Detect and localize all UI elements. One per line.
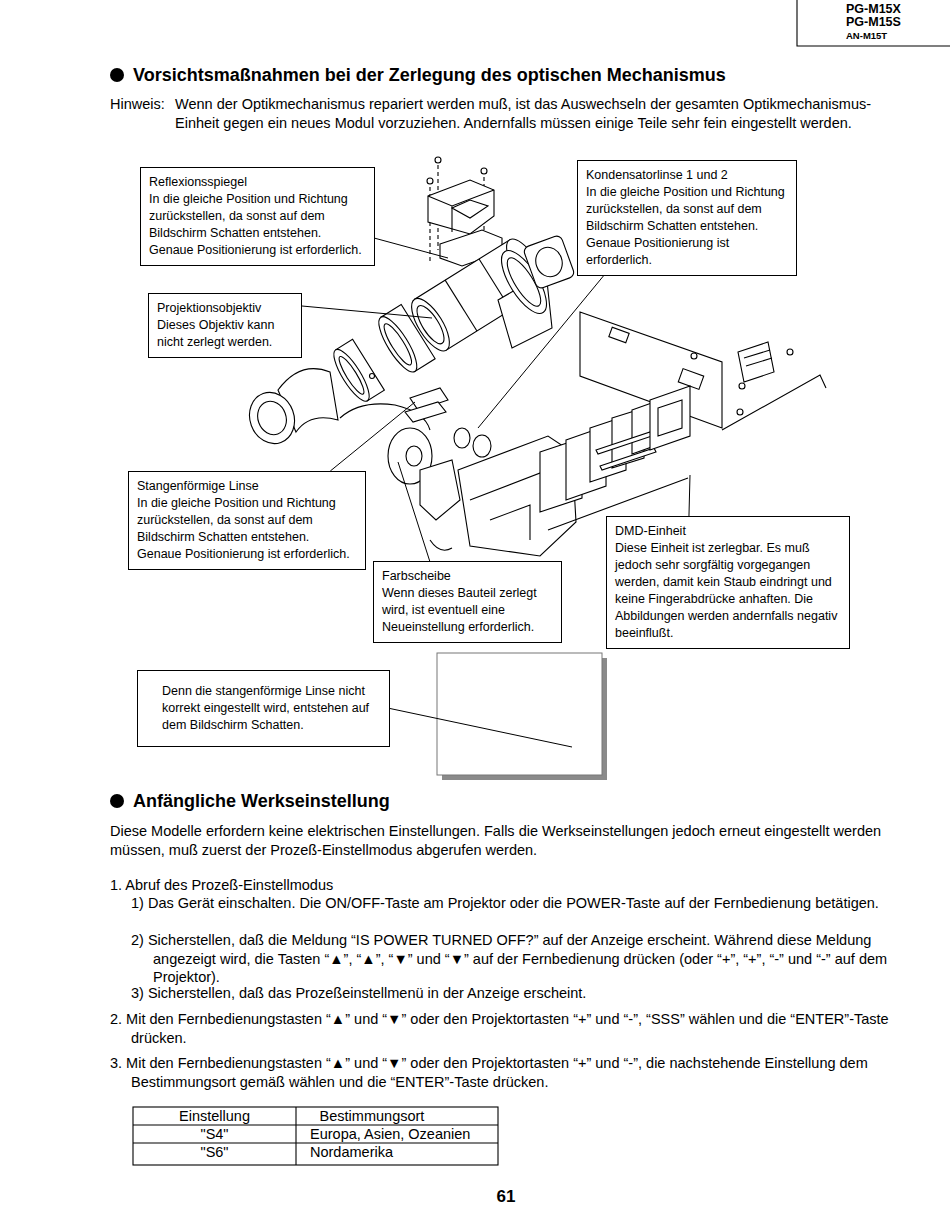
table-rule (133, 1142, 498, 1143)
heatsink-fins (744, 350, 772, 366)
leader-line (398, 462, 430, 561)
leader-line (330, 402, 415, 471)
leader-line (478, 276, 603, 428)
list-item: 1. Abruf des Prozeß-Einstellmodus (110, 876, 910, 895)
section-heading: Vorsichtsmaßnahmen bei der Zerlegung des… (133, 63, 726, 87)
screw (427, 178, 433, 184)
lens-cap (242, 386, 301, 450)
table-rule (133, 1124, 498, 1125)
condenser-glass (532, 243, 567, 280)
board-component (678, 369, 703, 390)
screw (370, 374, 375, 379)
callout-heading: DMD-Einheit (615, 523, 841, 540)
callout-heading: Farbscheibe (382, 568, 553, 585)
note-text: Wenn der Optikmechanismus repariert werd… (175, 95, 915, 132)
model-name: AN-M15T (846, 30, 887, 41)
condenser-lens (523, 234, 576, 289)
sub-list-item: 1) Das Gerät einschalten. Die ON/OFF-Tas… (131, 894, 911, 913)
leader-line (302, 306, 432, 318)
ring-face (380, 321, 416, 368)
callout-box: Stangenförmige LinseIn die gleiche Posit… (128, 471, 366, 570)
sub-list-item: 3) Sicherstellen, daß das Prozeßeinstell… (131, 984, 911, 1003)
condenser-lens-2 (454, 428, 470, 448)
table-header: Bestimmungsort (297, 1107, 447, 1125)
page-number: 61 (480, 1186, 532, 1208)
cap-outer (242, 386, 301, 450)
table-cell: "S6" (134, 1143, 295, 1161)
table-cell: Nordamerika (310, 1143, 496, 1161)
callout-heading: Projektionsobjektiv (157, 300, 293, 317)
model-name: PG-M15X (846, 2, 901, 16)
board-component (609, 327, 629, 343)
rod (600, 448, 656, 470)
screw (739, 383, 745, 389)
list-item: 3. Mit den Fernbedienungstasten “▲” und … (110, 1054, 910, 1091)
callout-text: Denn die stangenförmige Linse nicht korr… (162, 683, 375, 734)
screw (737, 409, 743, 415)
callout-text: Diese Einheit ist zerlegbar. Es muß jedo… (615, 540, 841, 642)
callout-text: In die gleiche Position und Richtung zur… (149, 191, 366, 259)
callout-text: In die gleiche Position und Richtung zur… (137, 495, 357, 563)
ring-face (328, 345, 375, 405)
ring-face (336, 354, 368, 397)
sub-list-item: 2) Sicherstellen, daß die Meldung “IS PO… (131, 931, 911, 987)
screw (691, 353, 697, 359)
callout-heading: Reflexionsspiegel (149, 174, 366, 191)
dmd-chip (658, 400, 682, 436)
lens-ring-line (445, 280, 477, 331)
dmd-chip-holder (650, 386, 690, 450)
heatsink (738, 342, 774, 382)
rod (596, 432, 652, 454)
group-line (722, 375, 826, 430)
screw (481, 168, 487, 174)
leader-line (689, 475, 690, 516)
header-rule (797, 0, 950, 46)
callout-heading: Kondensatorlinse 1 und 2 (586, 167, 788, 184)
condenser-lens-1 (473, 435, 491, 457)
leader-line (390, 709, 572, 748)
callout-box: Kondensatorlinse 1 und 2In die gleiche P… (577, 160, 797, 276)
table-header: Einstellung (134, 1107, 295, 1125)
callout-box: ReflexionsspiegelIn die gleiche Position… (140, 167, 375, 266)
screw (435, 157, 441, 163)
table-rule (295, 1107, 296, 1165)
wheel-motor (420, 460, 460, 520)
note-label: Hinweis: (110, 95, 165, 114)
leader-line (375, 238, 448, 258)
paragraph: Diese Modelle erfordern keine elektrisch… (110, 822, 920, 859)
ring-face (372, 312, 423, 377)
callout-box: DMD-EinheitDiese Einheit ist zerlegbar. … (606, 516, 850, 649)
screen-picture (437, 653, 602, 775)
table-border (133, 1107, 498, 1165)
zoom-ring (328, 339, 384, 405)
screw (787, 349, 793, 355)
callout-text: Dieses Objektiv kann nicht zerlegt werde… (157, 317, 293, 351)
callout-box: Denn die stangenförmige Linse nicht korr… (137, 670, 390, 747)
callout-box: ProjektionsobjektivDieses Objektiv kann … (148, 293, 302, 358)
mirror-housing (428, 190, 494, 232)
bullet (110, 68, 124, 82)
section-heading: Anfängliche Werkseinstellung (133, 789, 390, 813)
mirror-housing (428, 180, 494, 234)
callout-text: Wenn dieses Bauteil zerlegt wird, ist ev… (382, 585, 553, 636)
bullet (110, 794, 124, 808)
cable (430, 540, 452, 550)
callout-box: FarbscheibeWenn dieses Bauteil zerlegt w… (373, 561, 562, 643)
table-cell: Europa, Asien, Ozeanien (310, 1125, 496, 1143)
reflection-mirror (452, 200, 488, 218)
color-wheel-hub (406, 446, 422, 466)
cap-inner (253, 397, 291, 439)
callout-text: In die gleiche Position und Richtung zur… (586, 184, 788, 269)
table-cell: "S4" (134, 1125, 295, 1143)
model-name: PG-M15S (846, 15, 901, 29)
condenser-frame (523, 234, 576, 289)
callout-heading: Stangenförmige Linse (137, 478, 357, 495)
list-item: 2. Mit den Fernbedienungstasten “▲” und … (110, 1010, 910, 1047)
